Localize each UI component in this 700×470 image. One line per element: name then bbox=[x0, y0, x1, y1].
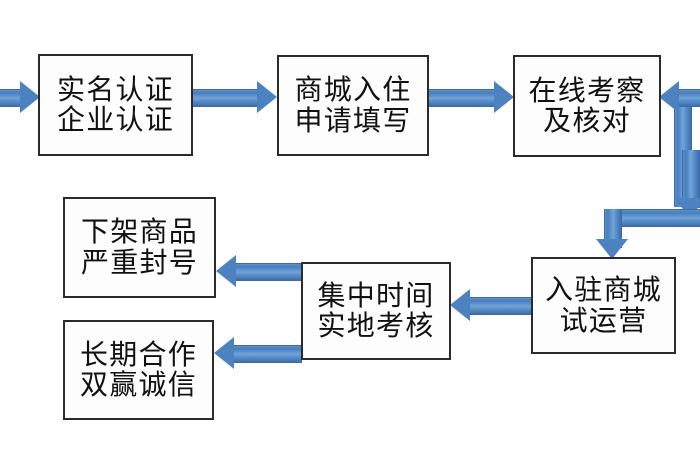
node-line-2: 严重封号 bbox=[80, 245, 199, 279]
node-line-1: 长期合作 bbox=[79, 337, 198, 371]
node-online-inspection[interactable]: 在线考察 及核对 bbox=[513, 55, 661, 157]
node-line-2: 实地考核 bbox=[317, 309, 435, 342]
node-trial-operation[interactable]: 入驻商城 试运营 bbox=[531, 257, 676, 354]
node-line-2: 试运营 bbox=[559, 303, 648, 337]
node-delist-and-ban[interactable]: 下架商品 严重封号 bbox=[63, 197, 216, 298]
node-line-2: 企业认证 bbox=[56, 103, 175, 136]
node-line-2: 双赢诚信 bbox=[79, 368, 198, 401]
node-line-1: 商城入住 bbox=[294, 73, 412, 107]
node-long-term-cooperation[interactable]: 长期合作 双赢诚信 bbox=[63, 320, 214, 420]
node-line-1: 入驻商城 bbox=[544, 273, 663, 307]
node-onsite-assessment[interactable]: 集中时间 实地考核 bbox=[301, 262, 451, 360]
node-line-1: 实名认证 bbox=[56, 72, 175, 106]
node-mall-entry-application[interactable]: 商城入住 申请填写 bbox=[277, 55, 429, 156]
node-line-1: 下架商品 bbox=[80, 215, 199, 249]
node-line-1: 集中时间 bbox=[317, 278, 435, 312]
node-real-name-certification[interactable]: 实名认证 企业认证 bbox=[38, 54, 193, 156]
node-line-2: 申请填写 bbox=[294, 103, 412, 137]
node-line-1: 在线考察 bbox=[528, 73, 646, 107]
node-line-2: 及核对 bbox=[543, 104, 631, 137]
